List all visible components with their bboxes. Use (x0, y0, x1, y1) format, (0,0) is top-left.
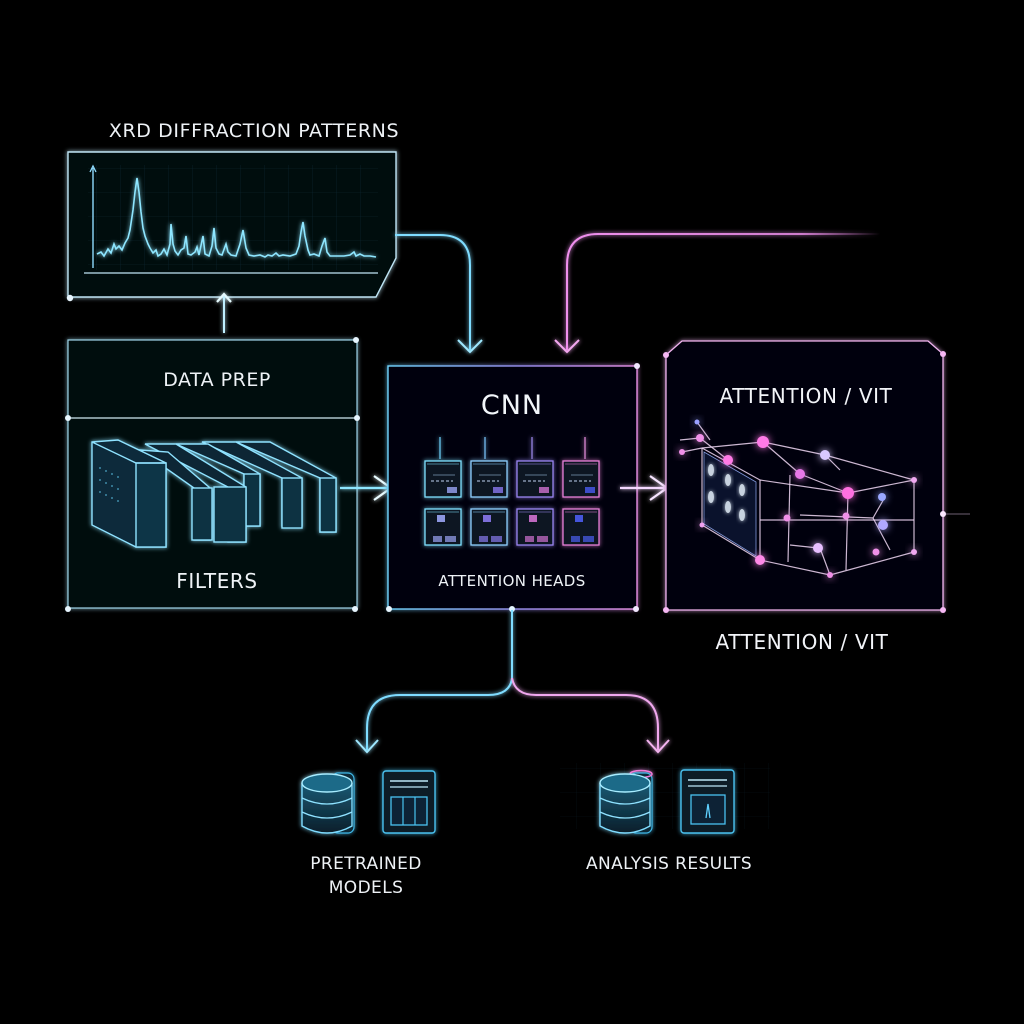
network-edge (799, 514, 874, 519)
edge-cnn-to-analysis (511, 677, 659, 750)
data-prep-label: DATA PREP (163, 369, 271, 391)
attention-head-tile (470, 460, 508, 498)
network-edge (847, 479, 915, 494)
network-edge (762, 441, 826, 456)
attention-head-tile (562, 460, 600, 498)
analysis-results-grid (560, 763, 770, 829)
database-icon (599, 769, 653, 834)
network-edge (759, 479, 849, 494)
network-node (795, 469, 805, 479)
document-table-icon (382, 770, 436, 834)
arrow-down-icon (554, 339, 580, 354)
network-node (872, 548, 880, 556)
network-edge (759, 559, 831, 576)
arrow-down-icon (457, 339, 483, 354)
network-edge (699, 437, 729, 461)
xrd-panel (66, 151, 397, 302)
analysis-results-icons (599, 769, 735, 834)
network-node (723, 455, 733, 465)
cell-glyph (725, 474, 731, 486)
network-node (679, 449, 685, 455)
vit-label: ATTENTION / VIT (720, 384, 893, 408)
attention-head-tile (424, 460, 462, 498)
network-edge (829, 551, 915, 576)
pretrained-models-icons (301, 770, 436, 834)
network-node (755, 555, 765, 565)
attention-head-tile (562, 508, 600, 546)
cell-glyph (739, 509, 745, 521)
network-node (696, 434, 704, 442)
xrd-y-axis-arrow-icon (89, 164, 97, 173)
attention-head-tile (470, 508, 508, 546)
network-edge (872, 517, 891, 551)
network-edge (845, 492, 849, 571)
document-chart-icon (680, 769, 735, 834)
network-node (813, 543, 823, 553)
database-icon (301, 772, 355, 834)
xrd-title: XRD DIFFRACTION PATTERNS (109, 120, 399, 142)
network-edge (799, 473, 849, 494)
cell-glyph (708, 464, 714, 476)
edge-xrd-to-cnn (395, 234, 483, 354)
edge-cnn-to-pretrained (366, 610, 513, 750)
xrd-panel-node (66, 294, 74, 302)
network-node (827, 572, 833, 578)
network-node (911, 477, 917, 483)
cnn-label: CNN (481, 390, 543, 421)
network-node (694, 419, 700, 425)
network-edge (762, 441, 801, 475)
network-edge (824, 454, 915, 481)
arrow-up-icon (216, 292, 232, 303)
network-node (783, 514, 791, 522)
arrow-down-icon (355, 739, 379, 754)
attention-heads-grid-icon (424, 460, 600, 546)
edge-cnn-split (355, 610, 670, 754)
vit-caption: ATTENTION / VIT (716, 630, 889, 654)
network-edge (701, 524, 761, 561)
filter-stack-icon (91, 439, 337, 548)
network-node (757, 436, 769, 448)
network-edge (819, 547, 831, 576)
cell-glyph (725, 501, 731, 513)
network-edge (696, 421, 711, 441)
network-node (878, 520, 888, 530)
filters-label: FILTERS (176, 569, 257, 593)
cell-glyph (708, 491, 714, 503)
attention-head-tile (516, 460, 554, 498)
network-node (842, 487, 854, 499)
analysis-results-label: ANALYSIS RESULTS (586, 854, 752, 874)
filter-dots (99, 467, 119, 502)
network-node (699, 522, 705, 528)
network-node (911, 549, 917, 555)
network-cube-icon (679, 419, 917, 578)
network-edge (681, 447, 703, 453)
attention-head-tile (516, 508, 554, 546)
attention-heads-label: ATTENTION HEADS (438, 572, 585, 590)
network-node (878, 493, 886, 501)
pretrained-label-line2: MODELS (329, 878, 404, 898)
network-node (820, 450, 830, 460)
attention-head-tile (424, 508, 462, 546)
attention-heads-tree (439, 436, 586, 459)
network-node (842, 512, 850, 520)
edge-vit-to-cnn (554, 233, 880, 354)
edge-dataprep-to-xrd (216, 292, 232, 333)
cell-glyph (739, 484, 745, 496)
arrow-down-icon (646, 739, 670, 754)
pretrained-label-line1: PRETRAINED (310, 854, 422, 874)
xrd-spectrum-trace (96, 177, 377, 258)
